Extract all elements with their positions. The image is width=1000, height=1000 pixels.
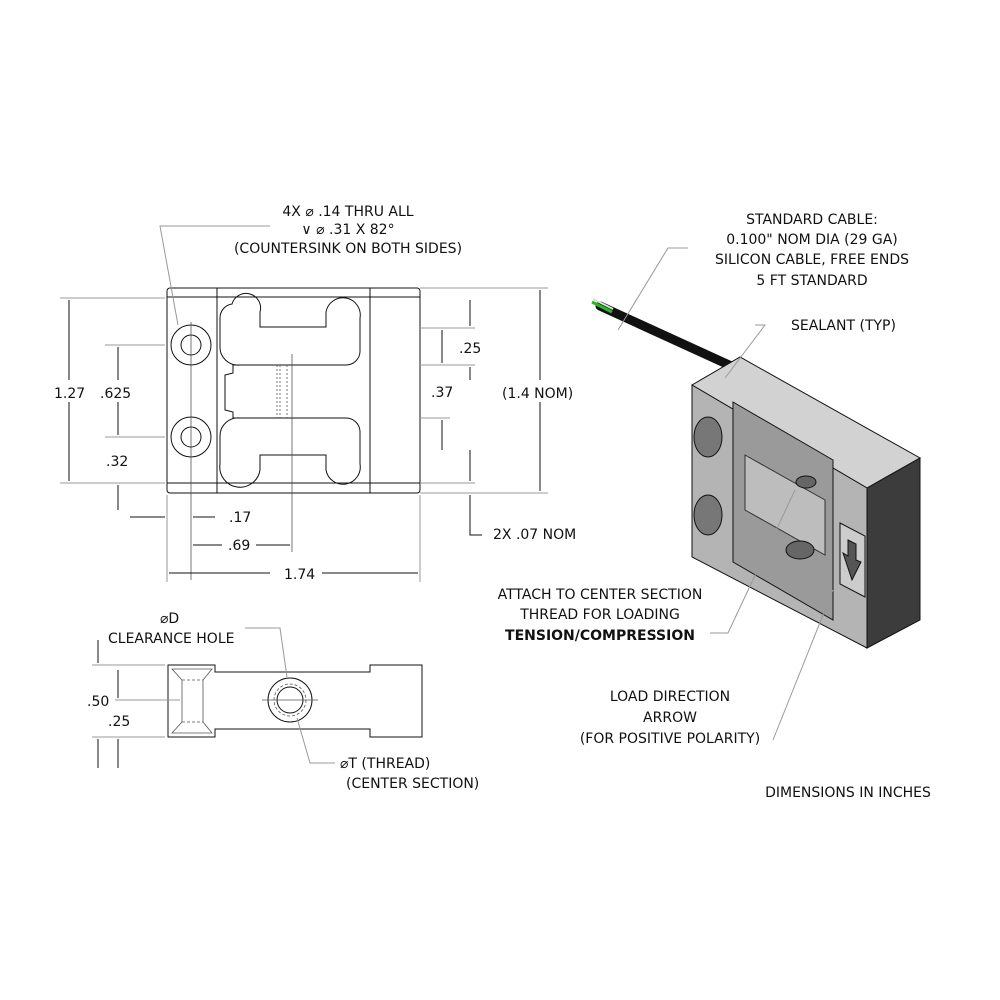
thread-label-line1: ⌀T (THREAD) bbox=[340, 756, 430, 772]
arrow-label-line3: (FOR POSITIVE POLARITY) bbox=[580, 731, 760, 747]
dim-length: 1.74 bbox=[284, 567, 315, 583]
dim-lip: 2X .07 NOM bbox=[493, 527, 576, 543]
clearance-label-line1: ⌀D bbox=[160, 611, 179, 627]
side-face bbox=[866, 457, 921, 649]
thread-label-line2: (CENTER SECTION) bbox=[346, 776, 479, 792]
cable bbox=[591, 298, 745, 375]
dim-center-width: .37 bbox=[431, 385, 453, 401]
attach-label-line3: TENSION/COMPRESSION bbox=[505, 628, 695, 644]
units-note: DIMENSIONS IN INCHES bbox=[765, 785, 931, 801]
upper-cutout bbox=[219, 292, 361, 366]
dim-overall-height: (1.4 NOM) bbox=[502, 386, 573, 402]
dim-hole-spacing: .625 bbox=[100, 386, 131, 402]
dim-half-thickness: .25 bbox=[108, 714, 130, 730]
lower-cutout bbox=[219, 417, 361, 488]
sealant-label: SEALANT (TYP) bbox=[791, 318, 896, 334]
dim-hole-edge: .17 bbox=[229, 510, 251, 526]
dim-slot-width: .25 bbox=[459, 341, 481, 357]
dim-center-offset: .69 bbox=[228, 538, 250, 554]
hole-callout-line2: ∨ ⌀ .31 X 82° bbox=[301, 222, 394, 238]
arrow-label-line2: ARROW bbox=[643, 710, 697, 726]
side-view: ⌀D CLEARANCE HOLE ⌀T (THREAD) (CENTER SE… bbox=[87, 611, 479, 792]
attach-label-line1: ATTACH TO CENTER SECTION bbox=[498, 587, 703, 603]
cable-label-line4: 5 FT STANDARD bbox=[756, 273, 867, 289]
front-view: 4X ⌀ .14 THRU ALL ∨ ⌀ .31 X 82° (COUNTER… bbox=[54, 204, 576, 583]
arrow-label-line1: LOAD DIRECTION bbox=[610, 689, 730, 705]
body-outline bbox=[166, 287, 421, 494]
cable-label-line2: 0.100" NOM DIA (29 GA) bbox=[726, 232, 898, 248]
cable-label-line1: STANDARD CABLE: bbox=[746, 212, 878, 228]
attach-label-line2: THREAD FOR LOADING bbox=[519, 607, 680, 623]
dim-height: 1.27 bbox=[54, 386, 85, 402]
hole-callout-line3: (COUNTERSINK ON BOTH SIDES) bbox=[234, 241, 462, 257]
cable-label-line3: SILICON CABLE, FREE ENDS bbox=[715, 252, 909, 268]
iso-view: STANDARD CABLE: 0.100" NOM DIA (29 GA) S… bbox=[498, 212, 922, 747]
clearance-label-line2: CLEARANCE HOLE bbox=[108, 631, 234, 647]
hole-callout-line1: 4X ⌀ .14 THRU ALL bbox=[282, 204, 413, 220]
dim-thickness: .50 bbox=[87, 694, 109, 710]
load-direction-arrow-icon bbox=[839, 522, 866, 598]
dim-hole-offset: .32 bbox=[106, 454, 128, 470]
